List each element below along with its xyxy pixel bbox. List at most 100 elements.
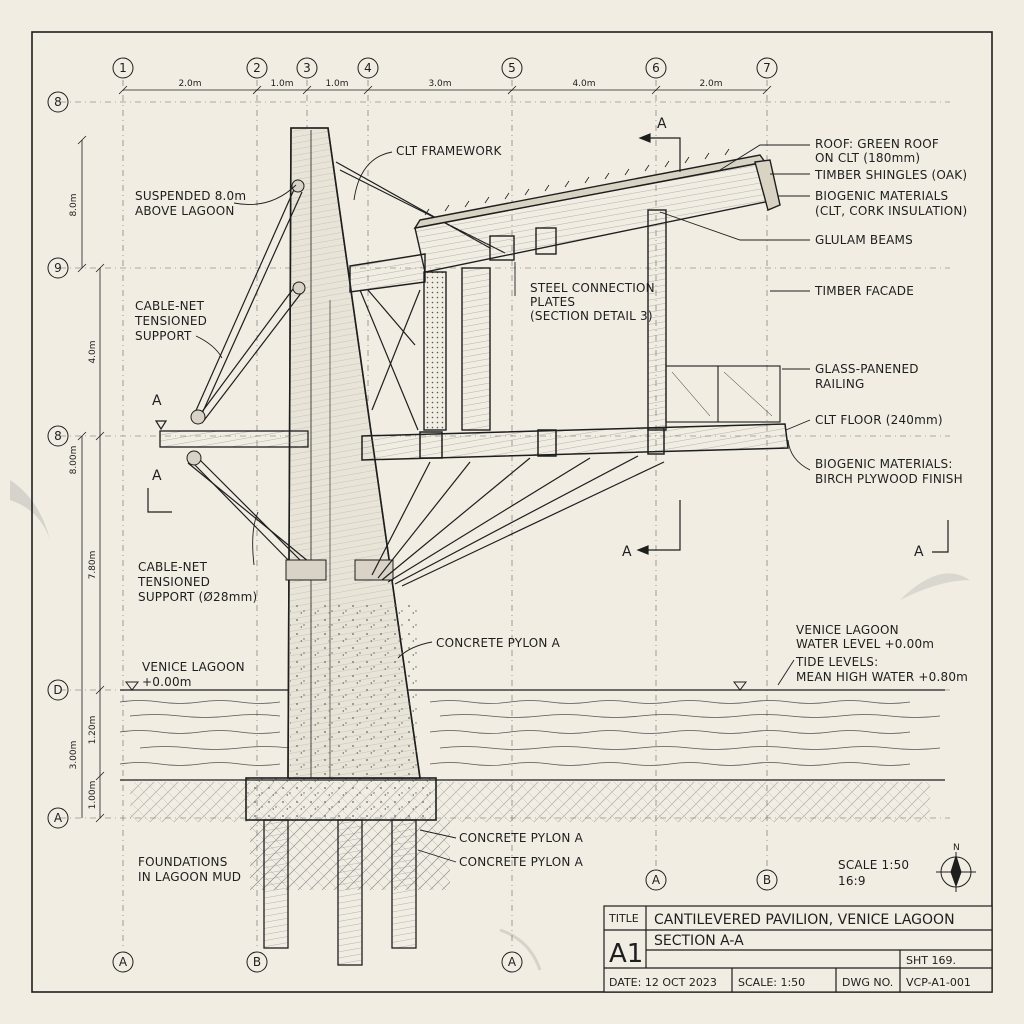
label-cable-net-1b: TENSIONED: [134, 314, 207, 328]
grid-bottom-2: B: [253, 955, 261, 969]
dimension-labels-left: 8.0m 4.0m 8.00m 7.80m 1.20m 3.00m 1.00m: [69, 193, 98, 809]
label-timber-facade: TIMBER FACADE: [814, 284, 914, 298]
label-concrete-pylon-1: CONCRETE PYLON A: [459, 831, 584, 845]
title-block: [603, 905, 993, 993]
drawing-scale: SCALE: 1:50: [738, 976, 805, 989]
section-title: SECTION A-A: [654, 933, 744, 949]
dwg-number: VCP-A1-001: [906, 976, 971, 989]
grid-bottom-5: B: [763, 873, 771, 887]
label-cable-net-1a: CABLE-NET: [135, 299, 205, 313]
grid-bubbles-left: [47, 91, 69, 829]
label-suspended-1: SUSPENDED 8.0m: [135, 189, 246, 203]
label-roof-2: ON CLT (180mm): [815, 151, 920, 165]
concrete-pylon: [287, 127, 421, 779]
dimension-chain-top: [118, 85, 772, 95]
roof-assembly: [349, 148, 781, 293]
section-letters: A A A A A: [152, 116, 924, 560]
label-scale-2: 16:9: [838, 874, 866, 888]
grid-labels-left: 8 9 8 D A: [53, 95, 63, 825]
dimension-chain-left: [77, 135, 105, 823]
dwg-label: DWG NO.: [842, 976, 893, 989]
grid-row-1: 8: [54, 95, 62, 109]
label-roof-1: ROOF: GREEN ROOF: [815, 137, 939, 151]
clt-floor: [361, 423, 789, 461]
section-cuts: [147, 133, 949, 555]
label-water-level-2: WATER LEVEL +0.00m: [796, 637, 934, 651]
grid-row-2: 9: [54, 261, 62, 275]
label-scale-1: SCALE 1:50: [838, 858, 909, 872]
label-clt-floor: CLT FLOOR (240mm): [815, 413, 943, 427]
label-foundations-2: IN LAGOON MUD: [138, 870, 241, 884]
grid-labels-top: 1 2 3 4 5 6 7: [119, 61, 771, 75]
dim-left-7: 1.00m: [88, 781, 98, 810]
dim-left-6: 3.00m: [69, 741, 79, 770]
dim-left-3: 8.00m: [69, 446, 79, 475]
dim-left-1: 8.0m: [69, 193, 79, 216]
label-steel-plates-3: (SECTION DETAIL 3): [530, 309, 653, 323]
label-foundations-1: FOUNDATIONS: [138, 855, 228, 869]
drawing-date: DATE: 12 OCT 2023: [609, 976, 717, 989]
label-cable-net-2a: CABLE-NET: [138, 560, 208, 574]
drawing-title: CANTILEVERED PAVILION, VENICE LAGOON: [654, 912, 955, 928]
lagoon-water: [119, 689, 945, 766]
cabin-walls: [423, 209, 667, 431]
label-railing-1: GLASS-PANENED: [815, 362, 919, 376]
grid-col-5: 5: [508, 61, 516, 75]
label-concrete-pylon-2: CONCRETE PYLON A: [459, 855, 584, 869]
foundation-piles: [263, 819, 417, 966]
label-biogenic-4: BIRCH PLYWOOD FINISH: [815, 472, 963, 486]
grid-bubbles-top: [112, 57, 778, 79]
label-cable-net-1c: SUPPORT: [135, 329, 192, 343]
paper-smudges: [10, 480, 970, 971]
label-shingles: TIMBER SHINGLES (OAK): [814, 168, 967, 182]
sheet-number: SHT 169.: [906, 954, 956, 967]
grid-labels-bottom: A B A A B: [119, 873, 771, 969]
tide-marker: [733, 681, 747, 691]
dim-top-6: 2.0m: [699, 79, 722, 89]
label-biogenic-1: BIOGENIC MATERIALS: [815, 189, 948, 203]
section-mark-left-lower: A: [152, 468, 162, 484]
sheet-size: A1: [609, 939, 643, 969]
title-label: TITLE: [608, 912, 639, 925]
dim-top-5: 4.0m: [572, 79, 595, 89]
title-block-text: TITLE CANTILEVERED PAVILION, VENICE LAGO…: [608, 912, 971, 989]
label-tide-1: TIDE LEVELS:: [795, 655, 878, 669]
dim-top-1: 2.0m: [178, 79, 201, 89]
label-biogenic-2: (CLT, CORK INSULATION): [815, 204, 967, 218]
dim-left-4: 7.80m: [88, 551, 98, 580]
grid-col-7: 7: [763, 61, 771, 75]
section-mark-left-upper: A: [152, 393, 162, 409]
label-tide-2: MEAN HIGH WATER +0.80m: [796, 670, 968, 684]
label-glulam: GLULAM BEAMS: [815, 233, 913, 247]
label-water-level-1: VENICE LAGOON: [796, 623, 899, 637]
label-cable-net-2c: SUPPORT (Ø28mm): [138, 590, 257, 604]
water-level-marker: [125, 681, 139, 691]
label-venice-lagoon-1: VENICE LAGOON: [142, 660, 245, 674]
grid-bottom-1: A: [119, 955, 128, 969]
sheet-border: [31, 31, 993, 993]
grid-row-5: A: [54, 811, 63, 825]
glass-railing: [665, 365, 781, 423]
grid-row-3: 8: [54, 429, 62, 443]
dim-left-2: 4.0m: [88, 340, 98, 363]
left-arm-beam: [159, 430, 309, 448]
dim-top-3: 1.0m: [325, 79, 348, 89]
annotations: CLT FRAMEWORK SUSPENDED 8.0m ABOVE LAGOO…: [134, 137, 968, 888]
grid-bottom-4: A: [652, 873, 661, 887]
north-arrow-icon: [936, 852, 976, 892]
label-steel-plates-2: PLATES: [530, 295, 575, 309]
dimension-labels-top: 2.0m 1.0m 1.0m 3.0m 4.0m 2.0m: [178, 79, 722, 89]
label-suspended-2: ABOVE LAGOON: [135, 204, 235, 218]
grid-row-4: D: [53, 683, 62, 697]
north-letter: N: [953, 843, 960, 853]
pile-cap: [245, 777, 437, 821]
grid-col-3: 3: [303, 61, 311, 75]
label-clt-framework: CLT FRAMEWORK: [396, 144, 503, 158]
section-mark-right: A: [914, 544, 924, 560]
floor-cables: [371, 455, 665, 587]
section-mark-top: A: [657, 116, 667, 132]
label-concrete-pylon-main: CONCRETE PYLON A: [436, 636, 561, 650]
dim-left-5: 1.20m: [88, 716, 98, 745]
grid-col-2: 2: [253, 61, 261, 75]
